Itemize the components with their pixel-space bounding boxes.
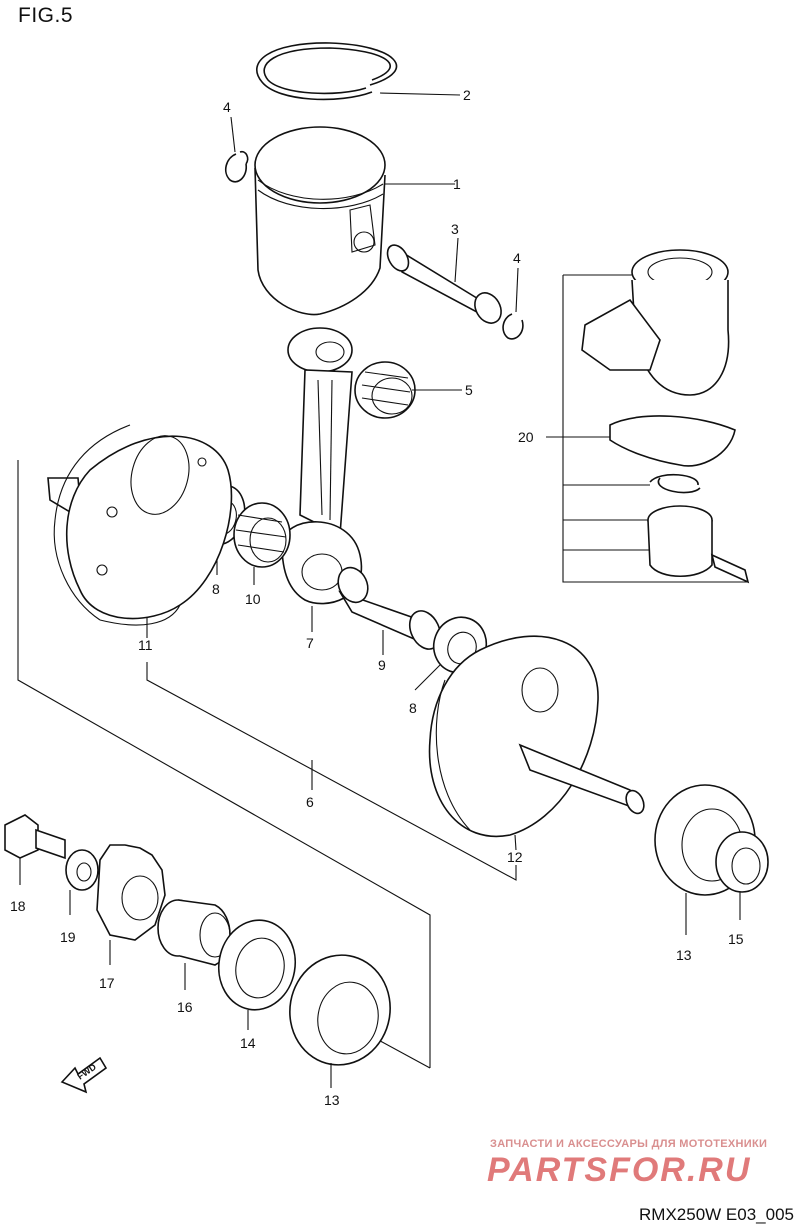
big-end-bearing-part — [233, 502, 291, 585]
crankshaft-left-part — [47, 424, 233, 638]
crank-pin-part — [337, 566, 442, 655]
callout-8b: 8 — [409, 700, 417, 716]
callout-16: 16 — [177, 999, 193, 1015]
watermark-logo-text: PARTSFOR.RU — [487, 1151, 751, 1188]
circlip-left-part — [224, 116, 249, 183]
washer-part — [65, 849, 99, 915]
oil-seal-left-part — [217, 919, 297, 1030]
callout-18: 18 — [10, 898, 26, 914]
drawing-code: RMX250W E03_005 — [639, 1205, 794, 1224]
fwd-arrow-icon: FWD — [60, 1056, 108, 1094]
callout-10: 10 — [245, 591, 261, 607]
callout-1: 1 — [453, 176, 461, 192]
bolt-part — [4, 814, 66, 885]
engine-parts-set-part — [546, 249, 750, 584]
callout-9: 9 — [378, 657, 386, 673]
callout-3: 3 — [451, 221, 459, 237]
figure-title: FIG.5 — [18, 4, 74, 27]
small-end-bearing-part — [354, 361, 462, 419]
piston-pin-part — [386, 237, 502, 324]
callout-17: 17 — [99, 975, 115, 991]
callout-13b: 13 — [324, 1092, 340, 1108]
callout-13a: 13 — [676, 947, 692, 963]
callout-14: 14 — [240, 1035, 256, 1051]
callout-19: 19 — [60, 929, 76, 945]
callout-11: 11 — [138, 637, 153, 653]
callout-7: 7 — [306, 635, 314, 651]
watermark-caption: ЗАПЧАСТИ И АКСЕССУАРЫ ДЛЯ МОТОТЕХНИКИ — [490, 1138, 768, 1150]
piston-ring-part — [256, 42, 461, 101]
callout-5: 5 — [465, 382, 473, 398]
oil-seal-right-part — [715, 831, 769, 920]
bearing-left-part — [289, 954, 391, 1088]
callout-6: 6 — [306, 794, 314, 810]
callout-20: 20 — [518, 429, 534, 445]
callout-12: 12 — [507, 849, 523, 865]
callout-15: 15 — [728, 931, 744, 947]
callout-2: 2 — [463, 87, 471, 103]
callout-4b: 4 — [513, 250, 521, 266]
circlip-right-part — [502, 267, 524, 340]
callout-8a: 8 — [212, 581, 220, 597]
crankshaft-right-part — [428, 635, 645, 851]
gear-part — [96, 844, 166, 965]
piston-part — [254, 126, 455, 316]
callout-4a: 4 — [223, 99, 231, 115]
watermark-logo: PARTSFOR.RU — [487, 1151, 751, 1188]
connecting-rod-part — [281, 327, 363, 632]
